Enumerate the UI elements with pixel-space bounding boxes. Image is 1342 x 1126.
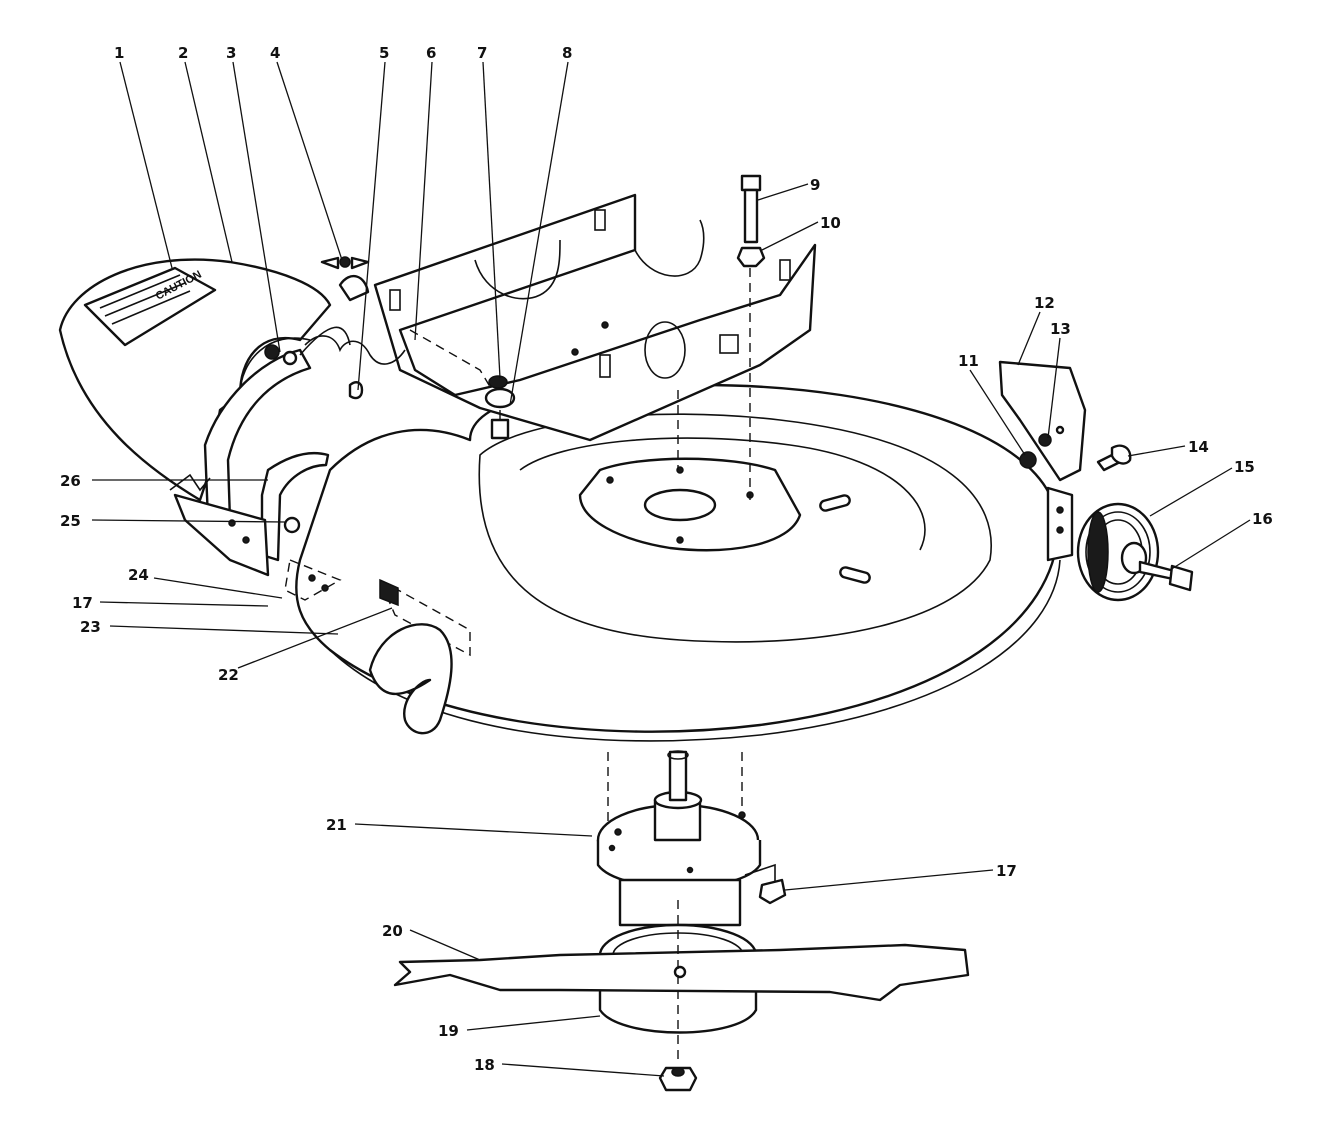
- callout-7: 7: [477, 44, 487, 62]
- rear-wheel: [1076, 502, 1160, 602]
- caution-decal: CAUTION: [83, 266, 217, 347]
- nut-and-washer: [484, 375, 516, 440]
- callout-11: 11: [958, 352, 979, 370]
- spindle-assembly: [596, 750, 787, 927]
- callout-5: 5: [379, 44, 389, 62]
- callout-4: 4: [270, 44, 280, 62]
- callout-25: 25: [60, 512, 81, 530]
- callout-6: 6: [426, 44, 436, 62]
- callout-numbers: 1 2 3 4 5 6 7 8 9 10 12 13 11 14 15 16 2…: [60, 44, 1273, 1074]
- callout-17-lower: 17: [996, 862, 1017, 880]
- callout-22: 22: [218, 666, 239, 684]
- callout-9: 9: [810, 176, 820, 194]
- engine-mount-bracket: [373, 193, 817, 442]
- callout-19: 19: [438, 1022, 459, 1040]
- callout-18: 18: [474, 1056, 495, 1074]
- callout-17-upper: 17: [72, 594, 93, 612]
- wheel-bracket: [998, 360, 1087, 562]
- callout-23: 23: [80, 618, 101, 636]
- callout-26: 26: [60, 472, 81, 490]
- blade-nut: [658, 1066, 698, 1092]
- bolt-and-nut: [736, 174, 766, 268]
- leader-lines: [91, 61, 1251, 1077]
- callout-21: 21: [326, 816, 347, 834]
- callout-3: 3: [226, 44, 236, 62]
- callout-15: 15: [1234, 458, 1255, 476]
- deck-housing: [295, 383, 1061, 742]
- baffle-and-handle: [284, 559, 471, 735]
- chute-bracket-and-spring: [203, 256, 406, 522]
- callout-24: 24: [128, 566, 149, 584]
- mower-blade: [393, 943, 970, 1002]
- discharge-chute: CAUTION: [58, 258, 332, 502]
- wheel-bolts: [1096, 444, 1194, 592]
- callout-20: 20: [382, 922, 403, 940]
- callout-14: 14: [1188, 438, 1209, 456]
- callout-2: 2: [178, 44, 188, 62]
- callout-12: 12: [1034, 294, 1055, 312]
- chute-mounting-bracket: [169, 451, 330, 577]
- callout-1: 1: [114, 44, 124, 62]
- callout-10: 10: [820, 214, 841, 232]
- callout-13: 13: [1050, 320, 1071, 338]
- callout-16: 16: [1252, 510, 1273, 528]
- callout-8: 8: [562, 44, 572, 62]
